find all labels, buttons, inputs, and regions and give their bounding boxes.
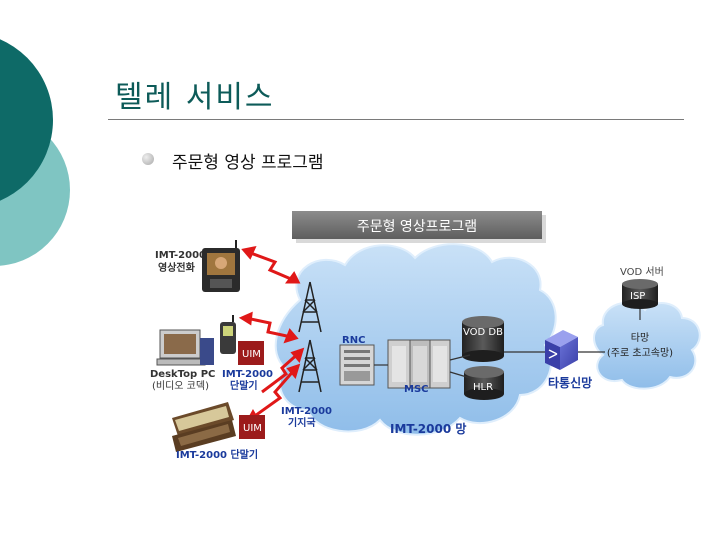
banner-label: 주문형 영상프로그램: [357, 219, 477, 235]
external-network-cloud: [593, 301, 701, 390]
uim-label-1: UIM: [242, 349, 261, 360]
isp-label: ISP: [630, 291, 645, 302]
uim-card-icon: UIM: [238, 341, 264, 365]
uim-label-2: UIM: [243, 423, 262, 434]
base-station-label-1: IMT-2000: [281, 406, 332, 417]
video-phone-device-icon: [202, 240, 240, 292]
hlr-label: HLR: [473, 382, 493, 393]
title-divider: [108, 119, 684, 120]
external-network-label-2: (주로 초고속망): [607, 347, 673, 359]
communicator-terminal-icon: [172, 402, 236, 452]
other-network-label: 타통신망: [548, 375, 592, 390]
wireless-links: [238, 245, 305, 424]
arrow-head-icon: [238, 311, 253, 326]
imt-terminal-mid-label-2: 단말기: [230, 379, 258, 392]
slide-title: 텔레 서비스: [115, 80, 275, 115]
arrow-head-icon: [290, 347, 305, 364]
vod-db-label: VOD DB: [463, 327, 503, 338]
video-phone-label-1: IMT-2000: [155, 250, 206, 261]
arrow-head-icon: [286, 363, 301, 380]
external-network-label-1: 타망: [631, 332, 649, 344]
uim-card-icon: UIM: [239, 415, 265, 439]
vod-db-database-icon: [462, 316, 504, 362]
bullet-text: 주문형 영상 프로그램: [172, 153, 324, 173]
imt-terminal-mid-label-1: IMT-2000: [222, 369, 273, 380]
vod-server-label: VOD 서버: [620, 266, 664, 278]
bullet-dot-icon: [142, 153, 154, 165]
arrow-head-icon: [285, 271, 301, 284]
desktop-pc-label-1: DeskTop PC: [150, 369, 215, 380]
diagram-banner: 주문형 영상프로그램: [292, 211, 546, 243]
isp-server-icon: [622, 279, 658, 309]
msc-label: MSC: [404, 384, 429, 395]
decor-circle-dark: [0, 39, 53, 201]
arrow-head-icon: [241, 245, 257, 260]
base-station-label-2: 기지국: [288, 416, 316, 429]
decorative-circles: [0, 39, 70, 266]
arrow-head-icon: [283, 328, 299, 344]
msc-server-icon: [387, 339, 451, 389]
rnc-label: RNC: [342, 335, 365, 346]
base-station-tower-icon: [298, 281, 322, 393]
video-phone-label-2: 영상전화: [158, 261, 196, 274]
imt-terminal-bottom-label: IMT-2000 단말기: [176, 448, 258, 461]
desktop-pc-icon: [156, 329, 214, 366]
rnc-equipment-icon: [339, 344, 375, 386]
imt-network-label: IMT-2000 망: [390, 422, 466, 436]
hlr-database-icon: [464, 366, 504, 400]
other-network-switch-icon: [545, 330, 578, 370]
mobile-terminal-icon: [220, 315, 236, 354]
desktop-pc-label-2: (비디오 코덱): [152, 380, 209, 392]
